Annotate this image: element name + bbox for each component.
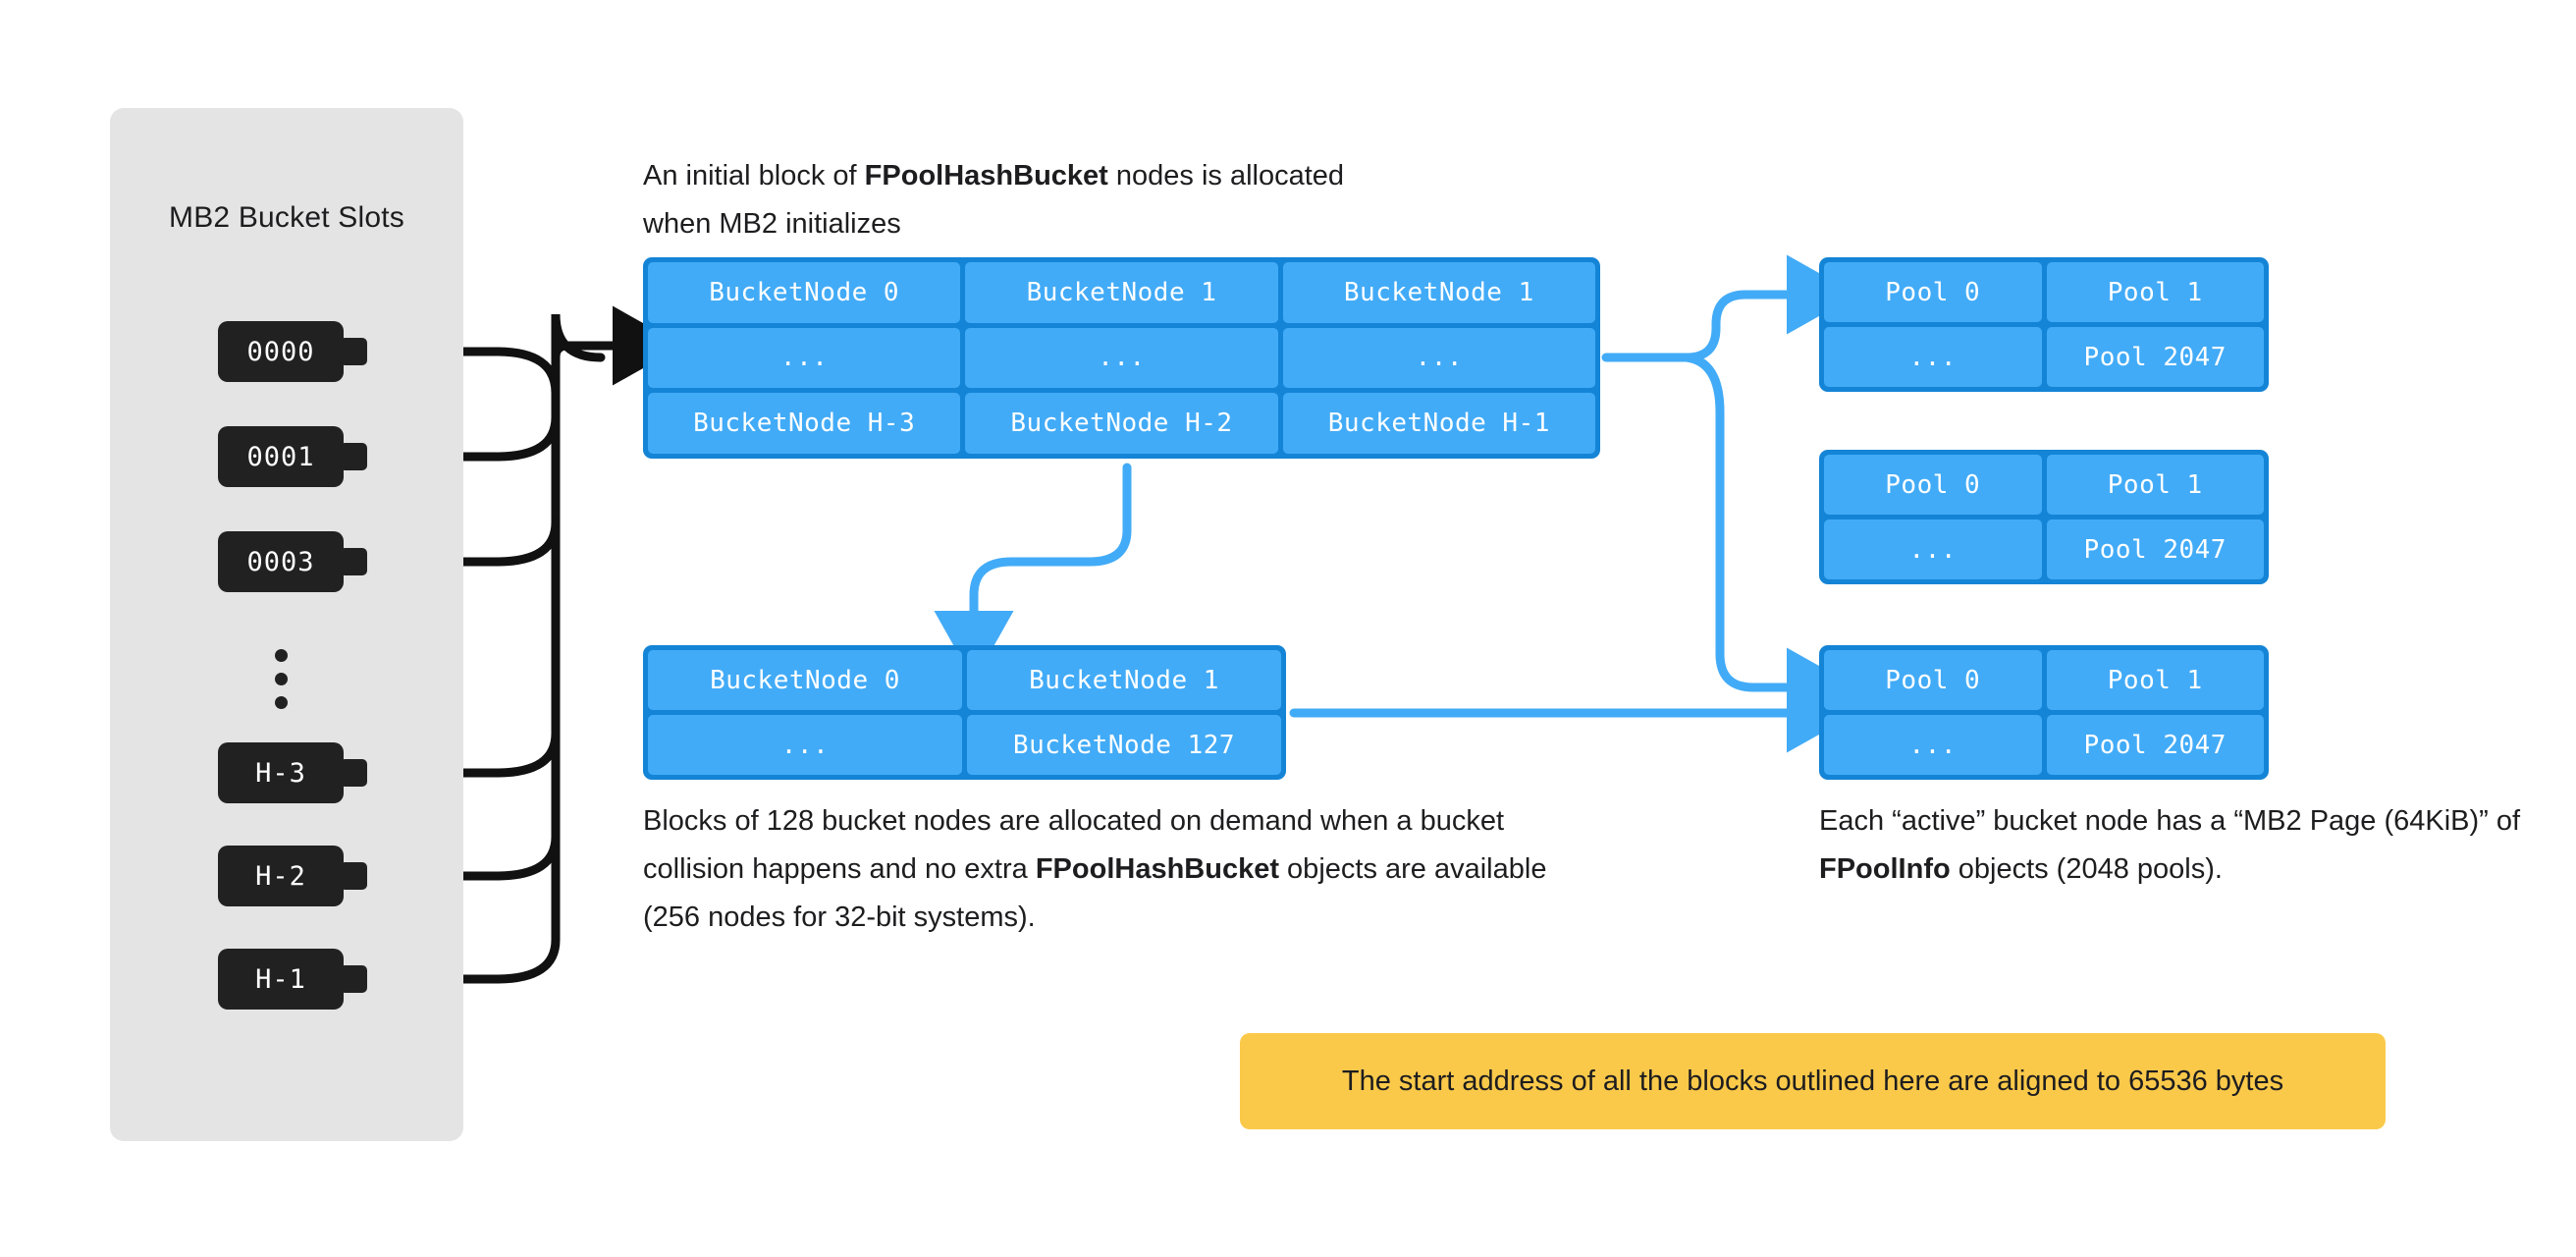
bucket-node-cell-4: ... — [965, 327, 1278, 389]
pool-wire-upper — [1682, 254, 1857, 362]
pool-cell-0: Pool 0 — [1824, 650, 2042, 710]
note-top-before: An initial block of — [643, 160, 865, 191]
note-initial-block: An initial block of FPoolHashBucket node… — [643, 152, 1350, 248]
bucket-slot-h-3[interactable]: H-3 — [218, 742, 367, 803]
overflow-bucket-node-cell-2: ... — [648, 715, 962, 775]
bucket-node-cell-5: ... — [1282, 327, 1595, 389]
note-bottom-before: Blocks of 128 bucket nodes are allocated… — [643, 805, 1505, 885]
pool-cell-2: ... — [1824, 715, 2042, 775]
pool-cell-3: Pool 2047 — [2046, 327, 2264, 387]
note-on-demand-blocks: Blocks of 128 bucket nodes are allocated… — [643, 797, 1585, 942]
note-bottom-bold: FPoolHashBucket — [1035, 853, 1279, 885]
bucket-node-cell-3: ... — [648, 327, 961, 389]
note-bottom-after: objects are available (256 nodes for 32-… — [643, 853, 1547, 933]
sidebar-title: MB2 Bucket Slots — [169, 201, 404, 234]
slot-trunk-to-block — [551, 305, 683, 386]
bucket-node-cell-2: BucketNode 1 — [1282, 262, 1595, 323]
note-right-before: Each “active” bucket node has a “MB2 Pag… — [1819, 805, 2521, 837]
overflow-bucket-node-cell-3: BucketNode 127 — [967, 715, 1281, 775]
bucket-slot-0001[interactable]: 0001 — [218, 426, 367, 487]
pool-cell-1: Pool 1 — [2046, 262, 2264, 322]
pool-cell-1: Pool 1 — [2046, 455, 2264, 515]
alignment-callout: The start address of all the blocks outl… — [1240, 1033, 2386, 1129]
bucket-slot-h-1[interactable]: H-1 — [218, 949, 367, 1010]
bucket-node-cell-1: BucketNode 1 — [965, 262, 1278, 323]
note-right-bold: FPoolInfo — [1819, 853, 1951, 885]
bucket-slot-h-2[interactable]: H-2 — [218, 846, 367, 906]
bucket-node-cell-6: BucketNode H-3 — [648, 393, 961, 454]
bucket-node-cell-7: BucketNode H-2 — [965, 393, 1278, 454]
overflow-wire — [934, 463, 1132, 682]
pool-wire-lower — [1682, 353, 1857, 728]
overflow-bucket-node-cell-1: BucketNode 1 — [967, 650, 1281, 710]
pool-cell-1: Pool 1 — [2046, 650, 2264, 710]
note-right-after: objects (2048 pools). — [1950, 853, 2223, 885]
note-top-after: nodes is allocated when MB2 initializes — [643, 160, 1345, 240]
bucket-node-cell-8: BucketNode H-1 — [1282, 393, 1595, 454]
alignment-callout-text: The start address of all the blocks outl… — [1341, 1065, 2284, 1097]
bucket-slot-0000[interactable]: 0000 — [218, 321, 367, 382]
overflow-bucket-node-cell-0: BucketNode 0 — [648, 650, 962, 710]
pool-cell-0: Pool 0 — [1824, 262, 2042, 322]
pool-cell-2: ... — [1824, 327, 2042, 387]
pool-cell-0: Pool 0 — [1824, 455, 2042, 515]
pool-cell-3: Pool 2047 — [2046, 715, 2264, 775]
slot-ellipsis-icon — [218, 636, 344, 721]
note-top-bold: FPoolHashBucket — [864, 160, 1108, 191]
pool-cell-3: Pool 2047 — [2046, 519, 2264, 579]
bucket-node-cell-0: BucketNode 0 — [648, 262, 961, 323]
pool-cell-2: ... — [1824, 519, 2042, 579]
note-mb2-page: Each “active” bucket node has a “MB2 Pag… — [1819, 797, 2526, 894]
bucket-slot-0003[interactable]: 0003 — [218, 531, 367, 592]
